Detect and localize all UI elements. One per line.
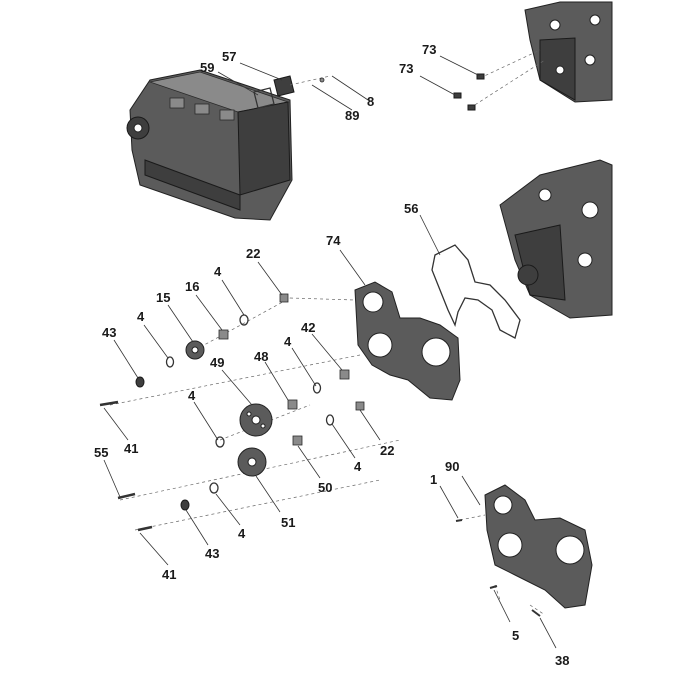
assembly-axis (289, 75, 331, 86)
callout-5: 5 (512, 628, 519, 643)
leader-lines (103, 55, 557, 649)
callout-15: 15 (156, 290, 170, 305)
bushing (339, 369, 350, 380)
bushing (218, 329, 229, 340)
engine-block-middle-right (499, 159, 613, 319)
callout-4-c: 4 (284, 334, 292, 349)
callout-4-b: 4 (137, 309, 145, 324)
callout-57: 57 (222, 49, 236, 64)
bushing (279, 293, 289, 303)
callout-49: 49 (210, 355, 224, 370)
bolt (137, 525, 153, 532)
callout-38: 38 (555, 653, 569, 668)
o-ring (325, 414, 335, 426)
cover-plate (273, 75, 295, 97)
washer (135, 376, 145, 388)
callout-48: 48 (254, 349, 268, 364)
front-cover-plate (484, 484, 593, 609)
callout-22-lower: 22 (380, 443, 394, 458)
o-ring (165, 356, 175, 368)
bolt-head (319, 77, 325, 83)
engine-block-upper-right (524, 1, 613, 103)
cover-gasket (253, 87, 275, 109)
callout-16: 16 (185, 279, 199, 294)
bushing (355, 401, 365, 411)
engine-block-upper-left (126, 69, 293, 221)
callout-4-e: 4 (354, 459, 362, 474)
callout-59: 59 (200, 60, 214, 75)
callout-1: 1 (430, 472, 437, 487)
dowel-pin (476, 73, 485, 80)
callout-42: 42 (301, 320, 315, 335)
bolt (117, 492, 136, 500)
bolt (99, 400, 119, 407)
callout-50: 50 (318, 480, 332, 495)
o-ring (312, 382, 322, 394)
assembly-axis (469, 59, 546, 109)
front-cover-gasket (431, 244, 521, 339)
pin (531, 609, 541, 617)
callout-8: 8 (367, 94, 374, 109)
callout-4-d: 4 (188, 388, 196, 403)
bushing (287, 399, 298, 410)
dowel-pin (453, 92, 462, 99)
callout-56: 56 (404, 201, 418, 216)
callout-43-upper: 43 (102, 325, 116, 340)
pin (455, 519, 463, 522)
callout-4-a: 4 (214, 264, 222, 279)
callout-22-upper: 22 (246, 246, 260, 261)
callout-90: 90 (445, 459, 459, 474)
callout-55: 55 (94, 445, 108, 460)
bushing (292, 435, 303, 446)
o-ring (209, 482, 219, 494)
callout-4-f: 4 (238, 526, 246, 541)
callout-74: 74 (326, 233, 341, 248)
washer (180, 499, 190, 511)
o-ring (215, 436, 225, 448)
callout-89: 89 (345, 108, 359, 123)
callout-43-lower: 43 (205, 546, 219, 561)
callout-73-lower: 73 (399, 61, 413, 76)
callout-41-upper: 41 (124, 441, 138, 456)
dowel-pin (467, 104, 476, 111)
timing-gear-housing-plate (354, 281, 461, 401)
callout-41-lower: 41 (162, 567, 176, 582)
callout-73-upper: 73 (422, 42, 436, 57)
assembly-axis (479, 49, 541, 79)
pin (489, 585, 498, 589)
callout-51: 51 (281, 515, 295, 530)
